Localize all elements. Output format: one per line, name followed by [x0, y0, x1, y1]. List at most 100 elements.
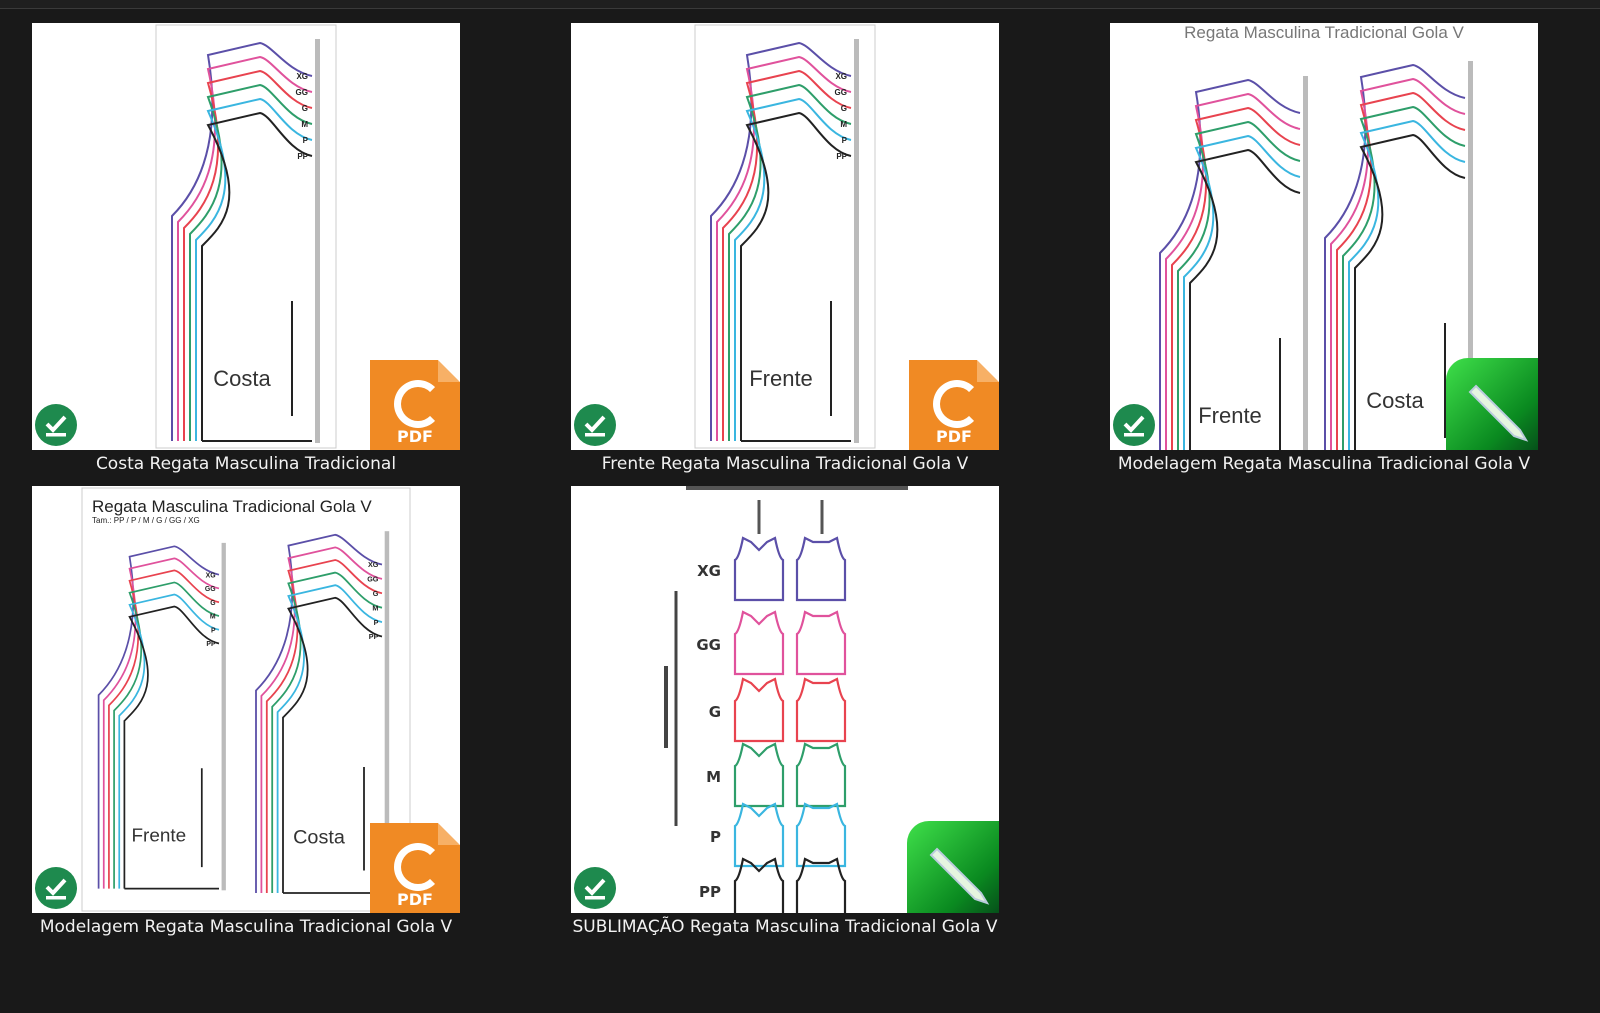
size-line-m: [1177, 120, 1301, 450]
size-label: PP: [369, 632, 379, 641]
size-label: G: [373, 589, 379, 598]
piece-label: Frente: [749, 366, 813, 391]
size-label: GG: [296, 88, 308, 97]
size-label: PP: [699, 883, 721, 901]
coreldraw-app-icon: [1446, 358, 1538, 450]
size-line-pp: [201, 111, 313, 441]
size-line-g: [265, 559, 383, 894]
thumbnail-drawing: Regata Masculina Tradicional Gola V Frent…: [1159, 23, 1473, 450]
sync-status-icon: [35, 867, 77, 909]
file-name: Frente Regata Masculina Tradicional Gola…: [601, 454, 969, 474]
sync-status-icon: [574, 404, 616, 446]
tank-top-front: [733, 802, 785, 868]
pattern-piece: Costa: [1324, 61, 1473, 450]
size-line-p: [1348, 119, 1466, 450]
tank-top-back: [795, 677, 847, 743]
pattern-piece: Frente: [1159, 76, 1308, 450]
size-label: M: [372, 603, 378, 612]
size-line-g: [108, 569, 220, 889]
sync-status-icon: [574, 867, 616, 909]
size-line-p: [734, 97, 852, 441]
size-label: P: [842, 136, 848, 145]
size-line-p: [195, 97, 313, 441]
size-line-g: [1171, 106, 1301, 450]
size-label: M: [706, 768, 721, 786]
size-label: P: [303, 136, 309, 145]
size-label: GG: [696, 636, 721, 654]
size-label: M: [210, 614, 216, 621]
size-line-pp: [123, 605, 220, 889]
size-label: M: [840, 120, 847, 129]
size-label: G: [709, 703, 721, 721]
size-line-m: [189, 83, 313, 441]
size-label: G: [210, 600, 215, 607]
file-name: Costa Regata Masculina Tradicional: [95, 454, 397, 474]
tank-top-back: [795, 742, 847, 808]
piece-label: Costa: [1366, 388, 1424, 413]
piece-label: Costa: [213, 366, 271, 391]
piece-label: Frente: [1198, 403, 1262, 428]
size-label: PP: [206, 641, 216, 648]
size-line-pp: [1354, 133, 1466, 450]
thumbnail-title: Regata Masculina Tradicional Gola V: [1184, 23, 1464, 42]
size-label: XG: [206, 572, 216, 579]
thumbnail-title: Regata Masculina Tradicional Gola V: [92, 497, 372, 516]
size-label: XG: [697, 562, 721, 580]
pdf-app-icon: PDF: [909, 360, 999, 450]
size-label: PP: [297, 152, 308, 161]
piece-label: Costa: [293, 827, 346, 849]
size-label: XG: [368, 560, 379, 569]
file-name: Modelagem Regata Masculina Tradicional G…: [1117, 454, 1531, 474]
tank-top-back: [795, 802, 847, 868]
sync-status-icon: [35, 404, 77, 446]
size-label: M: [301, 120, 308, 129]
file-name: SUBLIMAÇÃO Regata Masculina Tradicional …: [572, 917, 998, 937]
tank-top-front: [733, 742, 785, 808]
size-line-pp: [740, 111, 852, 441]
size-line-p: [1183, 134, 1301, 450]
coreldraw-app-icon: [907, 821, 999, 913]
size-label: P: [710, 828, 721, 846]
size-line-g: [183, 69, 313, 441]
size-label: G: [841, 104, 847, 113]
tank-top-front: [733, 857, 785, 913]
size-label: XG: [296, 72, 308, 81]
thumbnail-subtitle: Tam.: PP / P / M / G / GG / XG: [92, 516, 200, 525]
size-line-pp: [282, 596, 383, 894]
tank-top-front: [733, 536, 785, 602]
size-line-p: [118, 593, 220, 889]
size-label: P: [374, 618, 379, 627]
size-line-g: [722, 69, 852, 441]
size-line-m: [113, 581, 220, 889]
size-label: PP: [836, 152, 847, 161]
thumbnail-drawing: Regata Masculina Tradicional Gola VTam.:…: [81, 487, 411, 912]
tank-top-front: [733, 610, 785, 676]
tank-top-back: [795, 857, 847, 913]
pdf-app-icon: PDF: [370, 823, 460, 913]
size-label: GG: [835, 88, 847, 97]
size-line-g: [1336, 91, 1466, 450]
size-label: G: [302, 104, 308, 113]
sync-status-icon: [1113, 404, 1155, 446]
file-item[interactable]: Regata Masculina Tradicional Gola V Frent…: [1110, 23, 1538, 474]
size-label: GG: [205, 586, 216, 593]
pdf-app-icon: PDF: [370, 360, 460, 450]
tank-top-back: [795, 610, 847, 676]
file-name: Modelagem Regata Masculina Tradicional G…: [39, 917, 453, 937]
size-line-pp: [1189, 148, 1301, 450]
size-label: P: [211, 627, 216, 634]
piece-label: Frente: [131, 825, 186, 846]
tank-top-front: [733, 677, 785, 743]
size-line-m: [728, 83, 852, 441]
